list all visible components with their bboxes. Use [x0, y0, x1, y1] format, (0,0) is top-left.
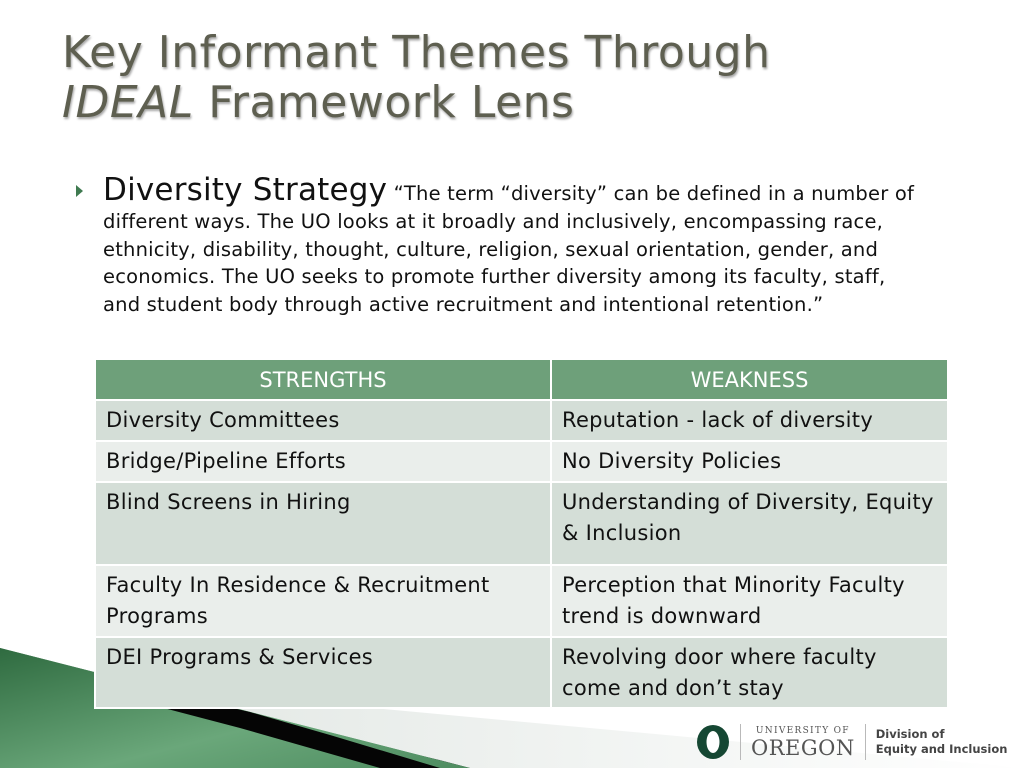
- strengths-weakness-table: STRENGTHS WEAKNESS Diversity Committees …: [94, 358, 949, 709]
- table-row: DEI Programs & Services Revolving door w…: [94, 636, 949, 709]
- title-ideal-italic: IDEAL: [62, 77, 194, 128]
- title-line-2: IDEAL Framework Lens: [62, 78, 770, 128]
- bullet-quote: “The term “diversity” can be defined in …: [103, 182, 915, 316]
- header-strengths: STRENGTHS: [94, 358, 552, 401]
- oregon-text: OREGON: [751, 735, 855, 760]
- weakness-cell: Understanding of Diversity, Equity & Inc…: [550, 481, 949, 566]
- uo-o-mark-icon: [697, 725, 729, 759]
- weakness-cell: Revolving door where faculty come and do…: [550, 636, 949, 709]
- division-name: Division of Equity and Inclusion: [876, 727, 1008, 757]
- diversity-strategy-bullet: Diversity Strategy “The term “diversity”…: [76, 172, 926, 318]
- uo-division-logo: UNIVERSITY OF OREGON Division of Equity …: [696, 722, 1007, 762]
- header-weakness: WEAKNESS: [550, 358, 949, 401]
- table-row: Diversity Committees Reputation - lack o…: [94, 399, 949, 442]
- slide-title: Key Informant Themes Through IDEAL Frame…: [62, 28, 770, 128]
- university-of-oregon-wordmark: UNIVERSITY OF OREGON: [751, 726, 855, 759]
- bullet-heading: Diversity Strategy: [103, 172, 388, 208]
- title-line-1: Key Informant Themes Through: [62, 27, 771, 78]
- table-row: Blind Screens in Hiring Understanding of…: [94, 481, 949, 566]
- logo-divider: [740, 724, 741, 760]
- division-line-2: Equity and Inclusion: [875, 742, 1008, 756]
- weakness-cell: Perception that Minority Faculty trend i…: [550, 564, 949, 638]
- strength-cell: Blind Screens in Hiring: [94, 481, 552, 566]
- logo-divider: [864, 724, 866, 760]
- strength-cell: Diversity Committees: [94, 399, 552, 442]
- weakness-cell: No Diversity Policies: [550, 440, 949, 483]
- division-line-1: Division of: [875, 727, 945, 741]
- strength-cell: Faculty In Residence & Recruitment Progr…: [94, 564, 552, 638]
- strength-cell: DEI Programs & Services: [94, 636, 552, 709]
- university-of-text: UNIVERSITY OF: [755, 725, 850, 736]
- triangle-bullet-icon: [76, 185, 83, 197]
- table-row: Faculty In Residence & Recruitment Progr…: [94, 564, 949, 638]
- strength-cell: Bridge/Pipeline Efforts: [94, 440, 552, 483]
- weakness-cell: Reputation - lack of diversity: [550, 399, 949, 442]
- table-row: Bridge/Pipeline Efforts No Diversity Pol…: [94, 440, 949, 483]
- table-header-row: STRENGTHS WEAKNESS: [94, 358, 949, 401]
- title-line-2-rest: Framework Lens: [193, 77, 575, 128]
- bullet-text: Diversity Strategy “The term “diversity”…: [103, 172, 926, 318]
